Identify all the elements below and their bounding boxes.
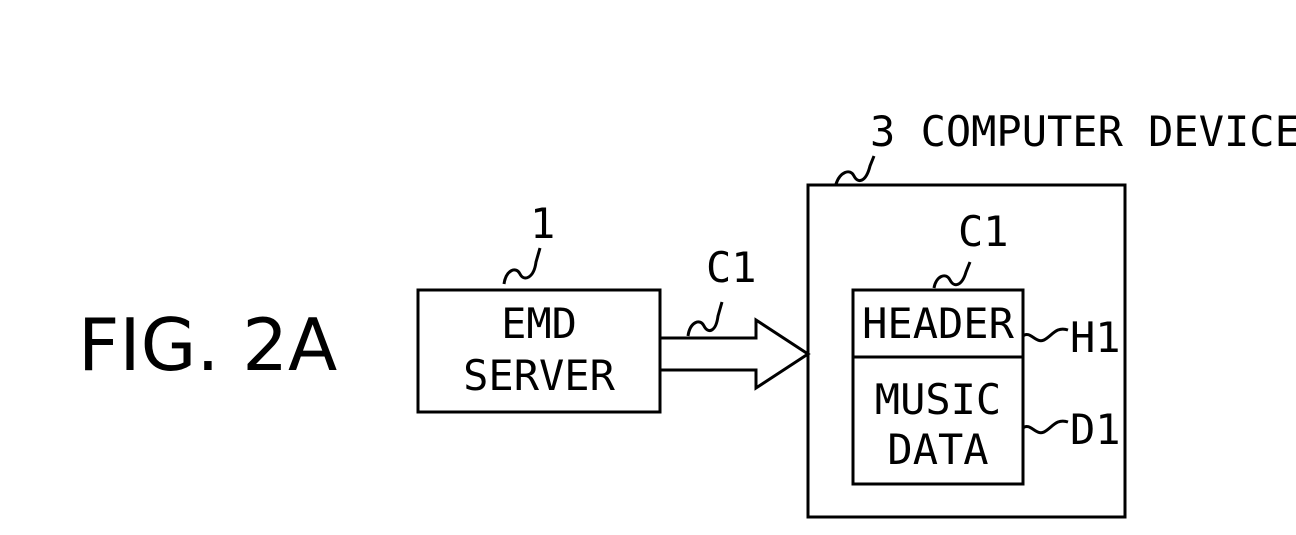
data-ref: D1 [1070,405,1121,454]
transfer-label: C1 [706,243,757,292]
emd-server-node: EMD SERVER [418,290,660,412]
emd-server-ref: 1 [530,199,555,248]
music-data-label-line1: MUSIC [875,375,1001,424]
emd-server-label-line1: EMD [501,299,577,348]
computer-device-label: 3 COMPUTER DEVICE [870,107,1296,156]
content-block: HEADER MUSIC DATA [853,290,1023,484]
transfer-arrow [660,320,808,388]
figure-label: FIG. 2A [78,303,337,387]
emd-server-ref-leader [504,248,540,284]
content-ref-leader [934,262,970,288]
computer-device-leader [836,156,874,184]
header-ref: H1 [1070,313,1121,362]
content-ref: C1 [958,207,1009,256]
music-data-label-line2: DATA [887,425,988,474]
header-label: HEADER [862,299,1014,348]
transfer-label-leader [688,302,722,336]
emd-server-label-line2: SERVER [463,351,615,400]
data-ref-leader [1023,421,1068,433]
header-ref-leader [1023,329,1068,341]
